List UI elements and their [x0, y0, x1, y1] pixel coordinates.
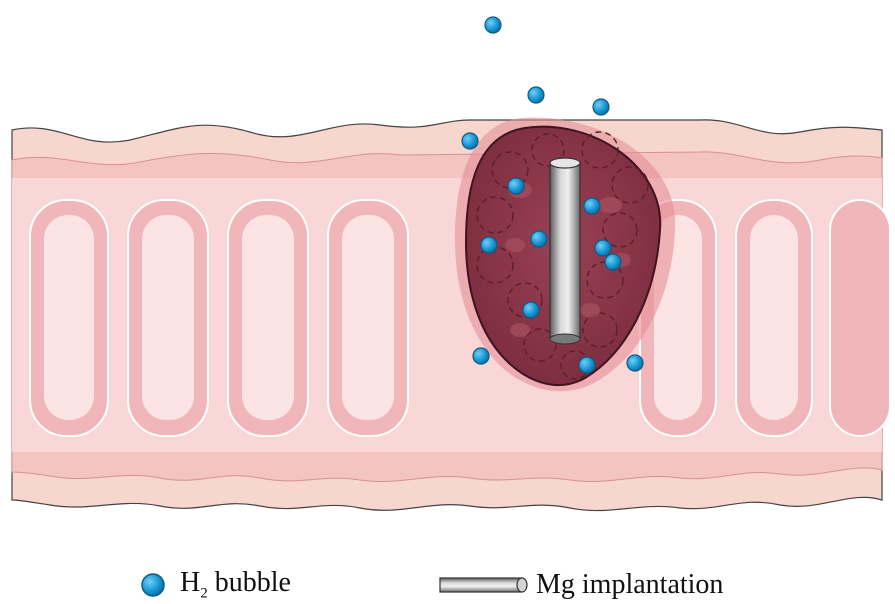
h2-bubble: [595, 240, 611, 256]
legend-mg-implantation: Mg implantation: [438, 568, 723, 602]
h2-bubble-icon: [138, 570, 168, 600]
h2-bubble: [481, 237, 497, 253]
legend-h2-label: H2 bubble: [180, 569, 291, 602]
h2-bubble: [473, 348, 489, 364]
h2-bubble: [579, 357, 595, 373]
h2-bubble: [605, 254, 621, 270]
h2-bubble: [485, 17, 501, 33]
h2-bubble: [528, 87, 544, 103]
h2-bubble: [593, 99, 609, 115]
h2-bubble: [531, 231, 547, 247]
fold: [830, 200, 890, 436]
legend-mg-label: Mg implantation: [536, 571, 723, 599]
intestine: [12, 120, 890, 511]
mg-rod: [550, 158, 580, 344]
mg-rod-icon: [438, 575, 530, 595]
legend-h2-bubble: H2 bubble: [138, 568, 291, 602]
h2-bubble: [508, 178, 524, 194]
h2-bubble: [584, 198, 600, 214]
h2-bubble: [523, 302, 539, 318]
h2-bubble: [462, 133, 478, 149]
h2-bubble: [627, 355, 643, 371]
